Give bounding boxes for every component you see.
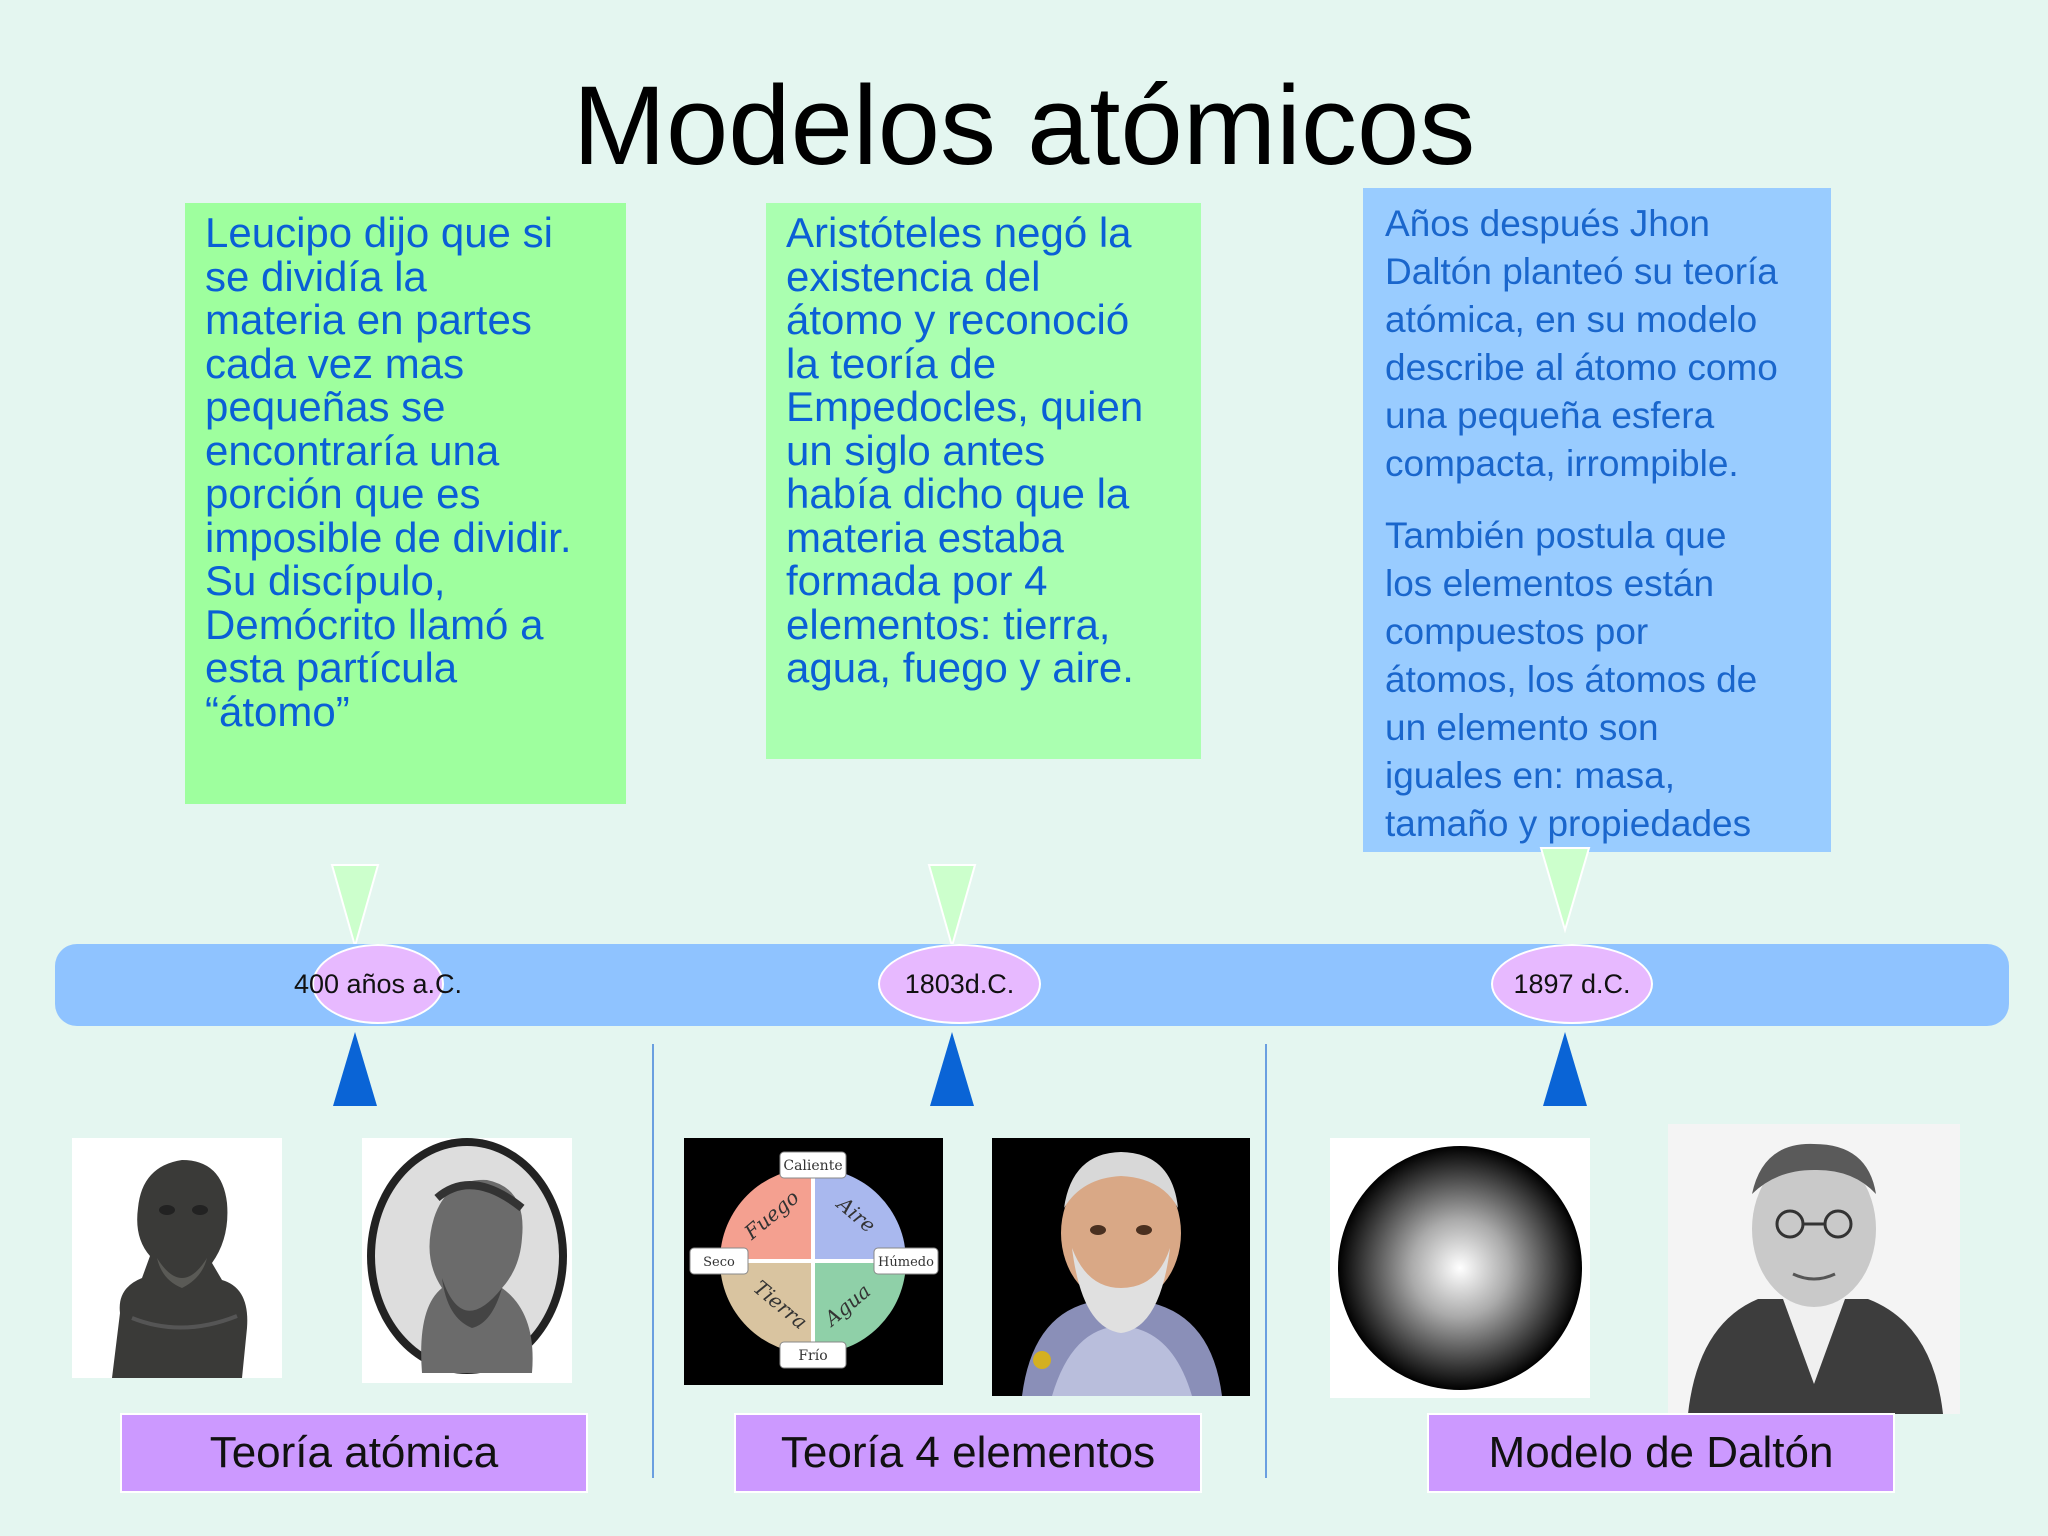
date-oval-3: 1897 d.C. [1491, 944, 1653, 1024]
pointer-up-1 [333, 1032, 377, 1106]
label-teoria-4-elementos-text: Teoría 4 elementos [780, 1428, 1156, 1477]
aristotle-bust-image [992, 1138, 1250, 1396]
dalton-portrait-image [1668, 1124, 1960, 1414]
dalton-text-para2: También postula que los elementos están … [1385, 515, 1758, 844]
pointer-up-3 [1543, 1032, 1587, 1106]
section-divider-1 [652, 1044, 654, 1478]
diagram-bottom-label: Frío [798, 1348, 827, 1364]
pointer-down-1 [330, 864, 380, 950]
diagram-right-label: Húmedo [878, 1255, 934, 1270]
label-teoria-atomica-text: Teoría atómica [209, 1428, 499, 1477]
leucippus-engraving-image [362, 1138, 572, 1383]
date-oval-1: 400 años a.C. [294, 944, 462, 1024]
dalton-text-para1: Años después Jhon Daltón planteó su teor… [1385, 203, 1778, 484]
diagram-top-label: Caliente [783, 1158, 842, 1174]
date-label-1: 400 años a.C. [293, 968, 463, 999]
pointer-down-3 [1539, 847, 1591, 934]
aristoteles-text: Aristóteles negó la existencia del átomo… [786, 209, 1144, 691]
leucipo-text: Leucipo dijo que si se dividía la materi… [205, 209, 572, 735]
pointer-up-2 [930, 1032, 974, 1106]
dalton-sphere-image [1330, 1138, 1590, 1398]
dalton-text-box: Años después Jhon Daltón planteó su teor… [1363, 188, 1831, 852]
four-elements-diagram: Caliente Frío Seco Húmedo Fuego Aire Tie… [684, 1138, 943, 1385]
page-title: Modelos atómicos [572, 63, 1476, 188]
label-modelo-dalton-text: Modelo de Daltón [1488, 1428, 1834, 1477]
democritus-bust-image [72, 1138, 282, 1378]
date-label-3: 1897 d.C. [1513, 968, 1631, 999]
date-oval-2: 1803d.C. [878, 944, 1041, 1024]
label-teoria-atomica: Teoría atómica [120, 1413, 588, 1493]
date-label-2: 1803d.C. [904, 968, 1015, 999]
aristoteles-text-box: Aristóteles negó la existencia del átomo… [766, 203, 1201, 759]
section-divider-2 [1265, 1044, 1267, 1478]
label-teoria-4-elementos: Teoría 4 elementos [734, 1413, 1202, 1493]
diagram-left-label: Seco [703, 1255, 735, 1270]
label-modelo-dalton: Modelo de Daltón [1427, 1413, 1895, 1493]
leucipo-text-box: Leucipo dijo que si se dividía la materi… [185, 203, 626, 804]
pointer-down-2 [927, 864, 977, 950]
